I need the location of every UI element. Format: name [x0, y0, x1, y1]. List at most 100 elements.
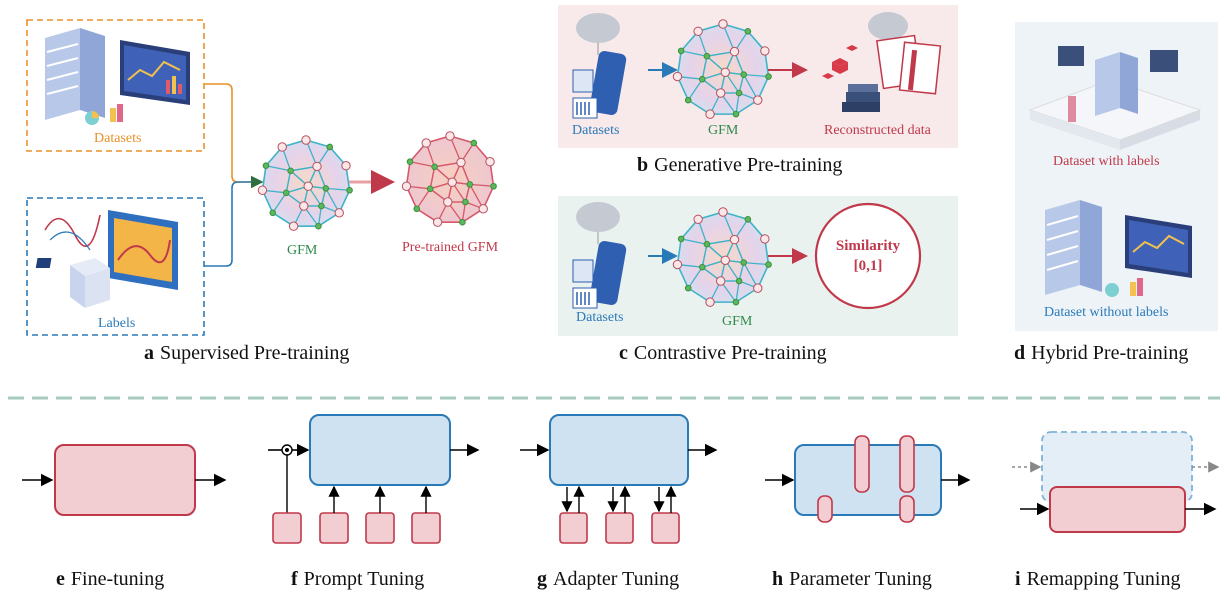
graph-node: [269, 209, 277, 217]
graph-node: [466, 181, 474, 188]
graph-node: [760, 46, 770, 56]
graph-node: [490, 182, 497, 190]
graph-network-icon: [672, 207, 772, 307]
graph-node: [312, 161, 322, 172]
computer-monitor-icon: [1125, 215, 1192, 278]
graph-node: [406, 158, 414, 166]
prompt-tuning-diagram: [268, 414, 480, 544]
graph-node: [716, 88, 726, 98]
graph-node: [443, 197, 453, 207]
graph-node: [765, 261, 772, 268]
graph-node: [447, 177, 457, 187]
graph-node: [432, 217, 443, 227]
graph-node: [421, 138, 431, 148]
graph-node: [740, 71, 748, 78]
computer-monitor-icon: [120, 40, 190, 105]
graph-node: [735, 89, 743, 97]
graph-node: [720, 255, 730, 265]
graph-node: [282, 189, 290, 197]
graph-node: [732, 298, 740, 306]
graph-node: [718, 207, 728, 217]
labels-label: Labels: [98, 316, 136, 331]
graph-network-icon: [401, 131, 497, 227]
graph-node: [705, 109, 715, 119]
ui-phone-icon: [572, 50, 627, 119]
graph-node: [456, 157, 466, 168]
gfm-label: GFM: [287, 243, 318, 258]
graph-node: [326, 143, 334, 151]
brain-cloud-icon: [868, 12, 908, 40]
graph-node: [699, 75, 706, 83]
graph-node: [288, 221, 299, 231]
parameter-tuning-diagram: [765, 435, 971, 523]
graph-node: [462, 198, 469, 206]
graph-node: [720, 67, 730, 78]
graph-node: [703, 52, 711, 60]
similarity-text: Similarity [0,1]: [835, 238, 901, 274]
dataset-without-labels-label: Dataset without labels: [1044, 305, 1169, 320]
datasets-label-c: Datasets: [576, 310, 624, 325]
graph-node: [426, 185, 434, 193]
books-icon: [842, 84, 880, 112]
graph-node: [753, 283, 763, 293]
graph-node: [699, 263, 706, 271]
graph-network-icon: [672, 19, 772, 119]
graph-node: [672, 71, 683, 82]
graph-node: [459, 218, 466, 226]
graph-node: [732, 110, 740, 118]
graph-node: [684, 96, 692, 104]
brain-cloud-icon: [576, 13, 620, 55]
graph-node: [334, 208, 344, 218]
graph-node: [401, 181, 412, 191]
graph-node: [735, 277, 743, 285]
fine-tuning-diagram: [22, 444, 227, 516]
graph-node: [718, 19, 728, 29]
datasets-label: Datasets: [94, 131, 142, 146]
ai-chip-icon: [35, 258, 110, 308]
graph-node: [431, 163, 438, 171]
server-rack-icon: [1028, 46, 1202, 150]
graph-node: [703, 240, 711, 248]
reconstructed-data-label: Reconstructed data: [824, 123, 931, 138]
server-rack-icon: [1045, 200, 1102, 295]
brain-cloud-icon: [576, 202, 620, 244]
graph-node: [744, 216, 752, 223]
graph-node: [753, 95, 763, 105]
graph-node: [478, 204, 488, 214]
graph-node: [485, 157, 495, 167]
graph-node: [445, 131, 455, 141]
graph-node: [672, 259, 683, 270]
graph-network-icon: [257, 135, 353, 231]
graph-node: [677, 47, 685, 55]
graph-node: [765, 73, 772, 80]
graph-node: [744, 28, 752, 35]
adapter-tuning-diagram: [520, 414, 718, 544]
graph-node: [346, 186, 353, 194]
computer-monitor-icon: [108, 210, 178, 290]
server-rack-icon: [45, 28, 105, 120]
graph-node: [705, 297, 715, 307]
graph-node: [303, 181, 313, 191]
graph-node: [301, 135, 311, 145]
graph-node: [740, 259, 748, 266]
documents-icon: [875, 34, 942, 95]
pretrained-gfm-label: Pre-trained GFM: [402, 240, 499, 255]
graph-node: [677, 235, 685, 243]
remapping-tuning-diagram: [1012, 431, 1220, 533]
ui-phone-icon: [572, 240, 627, 309]
graph-node: [716, 276, 726, 286]
graph-node: [299, 201, 309, 211]
graph-node: [470, 139, 478, 147]
graph-node: [729, 46, 740, 57]
graph-node: [287, 167, 294, 175]
datasets-label-b: Datasets: [572, 123, 620, 138]
graph-node: [315, 222, 322, 230]
graph-node: [693, 214, 703, 225]
graph-node: [262, 162, 270, 170]
